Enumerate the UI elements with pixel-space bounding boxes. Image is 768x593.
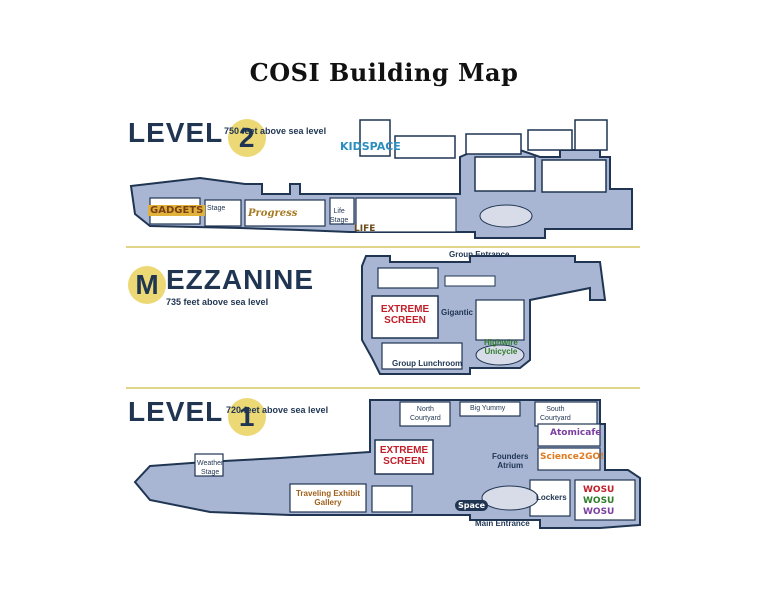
mezzanine-elevation: 735 feet above sea level bbox=[166, 297, 269, 307]
progress-logo[interactable]: Progress bbox=[248, 208, 298, 219]
science2go-logo[interactable]: Science2GO! bbox=[540, 452, 605, 462]
level-2-elevation: 750 feet above sea level bbox=[224, 126, 327, 136]
north-courtyard-label[interactable]: North Courtyard bbox=[410, 405, 441, 423]
divider-line bbox=[126, 246, 640, 248]
label-line: Unicycle bbox=[484, 347, 518, 356]
level-2-floorplan[interactable] bbox=[129, 119, 633, 239]
label-line: Atrium bbox=[497, 461, 524, 470]
level-word: LEVEL bbox=[128, 117, 224, 148]
big-yummy-label[interactable]: Big Yummy bbox=[470, 405, 506, 412]
label-line: Stage bbox=[201, 469, 220, 476]
label-line: SCREEN bbox=[384, 315, 426, 326]
label-line: Courtyard bbox=[540, 415, 571, 422]
group-lunchroom-label[interactable]: Group Lunchroom bbox=[392, 359, 463, 368]
traveling-exhibit-gallery-label[interactable]: Traveling Exhibit Gallery bbox=[292, 489, 364, 507]
mezzanine-floorplan[interactable] bbox=[361, 255, 607, 375]
level-number-badge: 1 bbox=[227, 397, 266, 436]
label-line: Traveling Exhibit bbox=[295, 489, 360, 498]
extreme-screen-label-level1[interactable]: EXTREME SCREEN bbox=[379, 445, 429, 467]
space-logo[interactable]: Space bbox=[455, 500, 489, 511]
label-line: Courtyard bbox=[410, 415, 441, 422]
label-line: EXTREME bbox=[380, 304, 430, 315]
gadgets-logo[interactable]: GADGETS bbox=[148, 205, 206, 216]
wosu-logo: WOSU bbox=[583, 496, 615, 506]
label-line: Highwire bbox=[484, 338, 518, 347]
founders-atrium-label[interactable]: Founders Atrium bbox=[492, 452, 528, 470]
atomicafe-logo[interactable]: Atomicafe bbox=[550, 428, 602, 438]
gigantic-label[interactable]: Gigantic bbox=[441, 308, 474, 317]
wosu-logo: WOSU bbox=[583, 485, 615, 495]
divider-line bbox=[126, 387, 640, 389]
label-line: SCREEN bbox=[383, 456, 425, 467]
level-2-heading: LEVEL 2 bbox=[128, 117, 266, 157]
highwire-unicycle-label[interactable]: Highwire Unicycle bbox=[484, 338, 518, 356]
extreme-screen-label[interactable]: EXTREME SCREEN bbox=[378, 304, 432, 326]
level-word: EZZANINE bbox=[166, 264, 314, 295]
wosu-logos[interactable]: WOSU WOSU WOSU bbox=[583, 485, 614, 518]
stage-label: Stage bbox=[207, 205, 226, 212]
label-line: Gallery bbox=[314, 498, 342, 507]
label-line: North bbox=[416, 406, 434, 413]
label-line: Weather bbox=[197, 460, 224, 467]
kidspace-logo[interactable]: KIDSPACE bbox=[340, 140, 401, 153]
level-1-floorplan[interactable] bbox=[133, 399, 641, 529]
life-logo[interactable]: LIFE bbox=[354, 224, 376, 234]
label-line: Life bbox=[333, 208, 345, 215]
south-courtyard-label[interactable]: South Courtyard bbox=[540, 405, 571, 423]
level-1-elevation: 720 feet above sea level bbox=[226, 405, 329, 415]
weather-stage-label[interactable]: Weather Stage bbox=[197, 459, 223, 477]
life-stage-label: Life Stage bbox=[330, 207, 348, 225]
level-1-heading: LEVEL 1 bbox=[128, 396, 266, 436]
level-number-badge: 2 bbox=[227, 118, 266, 157]
label-line: EXTREME bbox=[379, 445, 429, 456]
label-line: Stage bbox=[330, 217, 349, 224]
level-initial-badge: M bbox=[128, 265, 166, 304]
level-word: LEVEL bbox=[128, 396, 224, 427]
main-entrance-label[interactable]: Main Entrance bbox=[475, 519, 530, 528]
label-line: South bbox=[546, 406, 565, 413]
wosu-logo: WOSU bbox=[583, 507, 615, 517]
label-line: Founders bbox=[492, 452, 529, 461]
lockers-label[interactable]: Lockers bbox=[536, 493, 567, 502]
page-title: COSI Building Map bbox=[249, 58, 519, 87]
group-entrance-label[interactable]: Group Entrance bbox=[449, 250, 510, 259]
